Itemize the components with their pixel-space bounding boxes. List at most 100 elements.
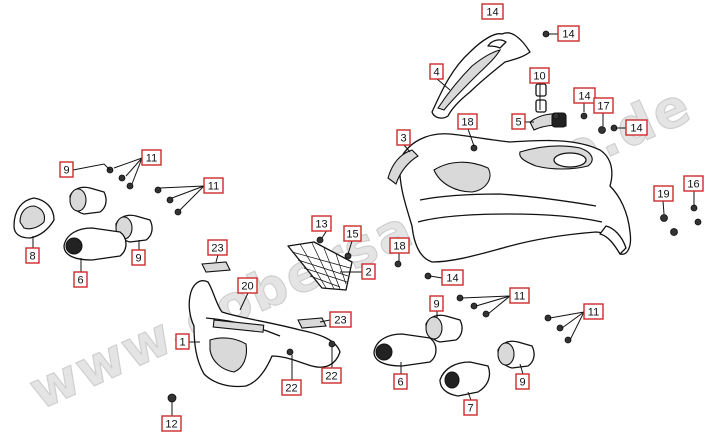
callout-box bbox=[515, 373, 530, 390]
part-callout-12: 12 bbox=[161, 415, 182, 432]
callout-box bbox=[25, 247, 40, 264]
callout-box bbox=[573, 87, 596, 104]
part-callout-11: 11 bbox=[141, 149, 162, 166]
left-screws bbox=[106, 166, 182, 216]
leader-line bbox=[475, 295, 511, 307]
callout-number: 11 bbox=[588, 307, 599, 319]
callout-number: 20 bbox=[241, 281, 253, 293]
part-callout-14: 14 bbox=[573, 87, 596, 104]
leader-line bbox=[487, 295, 511, 315]
callout-box bbox=[511, 113, 526, 130]
callout-box bbox=[396, 129, 411, 146]
leader-line bbox=[519, 363, 524, 375]
callout-box bbox=[329, 311, 352, 328]
part-callout-7: 7 bbox=[463, 399, 478, 416]
leader-line bbox=[131, 157, 143, 185]
part-9-right-socket-upper bbox=[425, 314, 463, 343]
part-callout-1: 1 bbox=[175, 333, 190, 350]
callout-box bbox=[429, 295, 444, 312]
part-callout-4: 4 bbox=[429, 63, 444, 80]
leader-line bbox=[239, 292, 249, 311]
part-callout-3: 3 bbox=[396, 129, 411, 146]
callout-number: 5 bbox=[515, 117, 521, 129]
callout-box bbox=[557, 25, 580, 42]
part-callout-17: 17 bbox=[593, 97, 614, 114]
callout-number: 4 bbox=[433, 67, 439, 79]
part-6-left-lens bbox=[63, 227, 127, 261]
callout-number: 9 bbox=[63, 165, 69, 177]
part-callout-15: 15 bbox=[343, 225, 362, 242]
callout-number: 11 bbox=[514, 291, 525, 303]
part-9-right-socket-lower bbox=[497, 340, 535, 369]
callout-number: 19 bbox=[657, 189, 669, 201]
leader-line bbox=[171, 185, 205, 199]
callout-number: 7 bbox=[467, 403, 473, 415]
callout-number: 2 bbox=[365, 267, 371, 279]
callout-number: 11 bbox=[208, 181, 219, 193]
callout-box bbox=[457, 113, 478, 130]
callout-number: 10 bbox=[533, 71, 545, 83]
callout-box bbox=[583, 303, 604, 320]
part-callout-18: 18 bbox=[457, 113, 478, 130]
part-callout-6: 6 bbox=[73, 271, 88, 288]
callout-number: 15 bbox=[346, 229, 358, 241]
callout-box bbox=[59, 161, 74, 178]
leader-line bbox=[403, 144, 411, 153]
leader-line bbox=[561, 311, 585, 329]
part-callout-22: 22 bbox=[281, 379, 302, 396]
callout-box bbox=[207, 239, 228, 256]
part-3-front-body bbox=[387, 133, 632, 263]
callout-box bbox=[509, 287, 530, 304]
callout-number: 14 bbox=[486, 7, 498, 19]
leader-line bbox=[429, 275, 443, 279]
leader-line bbox=[569, 311, 585, 341]
part-7-right-housing bbox=[439, 361, 491, 397]
leader-line bbox=[113, 157, 143, 169]
callout-number: 9 bbox=[135, 253, 141, 265]
part-callout-14: 14 bbox=[481, 3, 504, 20]
callout-box bbox=[311, 215, 332, 232]
callout-box bbox=[529, 67, 550, 84]
part-9-left-socket-upper bbox=[69, 186, 107, 215]
leader-line bbox=[125, 157, 143, 177]
leader-line bbox=[467, 391, 472, 401]
callout-box bbox=[481, 3, 504, 20]
part-callout-2: 2 bbox=[361, 263, 376, 280]
callout-box bbox=[321, 367, 342, 384]
leader-line bbox=[72, 163, 111, 171]
callout-box bbox=[203, 177, 224, 194]
callout-box bbox=[141, 149, 162, 166]
callout-box bbox=[683, 175, 704, 192]
part-6-right-lens bbox=[373, 333, 437, 367]
part-callout-14: 14 bbox=[441, 269, 464, 286]
callout-number: 14 bbox=[446, 273, 458, 285]
callout-number: 9 bbox=[519, 377, 525, 389]
part-callout-11: 11 bbox=[509, 287, 530, 304]
callout-number: 14 bbox=[562, 29, 574, 41]
part-callout-9: 9 bbox=[429, 295, 444, 312]
part-callout-23: 23 bbox=[329, 311, 352, 328]
leader-line bbox=[549, 311, 585, 319]
callout-box bbox=[73, 271, 88, 288]
callout-number: 23 bbox=[334, 315, 346, 327]
callout-box bbox=[131, 249, 146, 266]
part-callout-13: 13 bbox=[311, 215, 332, 232]
part-callout-6: 6 bbox=[393, 373, 408, 390]
callout-number: 16 bbox=[687, 179, 699, 191]
part-callout-5: 5 bbox=[511, 113, 526, 130]
callout-number: 22 bbox=[325, 371, 337, 383]
part-callout-14: 14 bbox=[557, 25, 580, 42]
part-callout-11: 11 bbox=[583, 303, 604, 320]
callout-box bbox=[593, 97, 614, 114]
callout-box bbox=[429, 63, 444, 80]
callout-number: 6 bbox=[397, 377, 403, 389]
part-callout-10: 10 bbox=[529, 67, 550, 84]
callout-box bbox=[625, 119, 648, 136]
leader-line bbox=[662, 200, 665, 215]
callout-number: 12 bbox=[165, 419, 177, 431]
part-4-top-cowl bbox=[431, 32, 531, 119]
part-8-left-housing bbox=[13, 197, 55, 239]
callout-number: 18 bbox=[393, 241, 405, 253]
callout-number: 17 bbox=[597, 101, 609, 113]
